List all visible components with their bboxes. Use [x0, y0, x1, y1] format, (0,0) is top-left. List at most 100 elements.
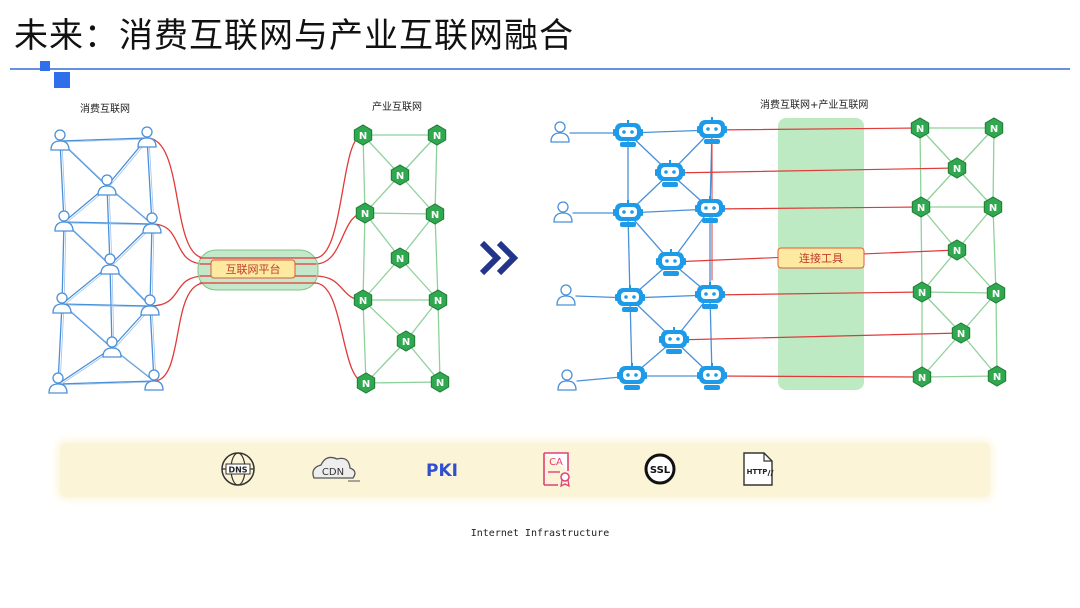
svg-text:N: N — [990, 124, 998, 135]
industry-link — [364, 212, 401, 259]
robot-agent-icon — [659, 327, 689, 354]
industry-node-icon: N — [984, 117, 1004, 139]
consumer-link-shadow — [151, 306, 157, 383]
industry-link — [365, 340, 407, 384]
chevron-right-icon — [479, 240, 502, 276]
industry-link — [362, 299, 407, 342]
svg-text:N: N — [989, 203, 997, 214]
industry-link — [362, 212, 366, 301]
consumer-link — [109, 264, 113, 349]
robot-agent-icon — [655, 160, 685, 187]
combined-network-links: 连接工具 — [569, 118, 998, 390]
industry-link — [365, 381, 441, 384]
pki-label: PKI — [426, 461, 458, 481]
consumer-link-shadow — [63, 304, 115, 350]
industry-node-icon: N — [428, 289, 448, 311]
agent-industry-link — [711, 127, 921, 131]
tool-label-box — [777, 247, 865, 269]
svg-text:N: N — [359, 296, 367, 307]
svg-text:N: N — [431, 210, 439, 221]
consumer-link-shadow — [61, 141, 67, 224]
consumer-link — [59, 137, 148, 142]
chevron-right-icon — [496, 240, 519, 276]
industry-link — [921, 332, 962, 378]
consumer-user-icon — [102, 336, 122, 358]
infrastructure-caption: Internet Infrastructure — [470, 528, 610, 539]
industry-link — [919, 127, 922, 208]
industry-node-icon: N — [910, 117, 930, 139]
consumer-link — [106, 185, 111, 266]
accent-square-large — [54, 72, 70, 88]
svg-text:N: N — [953, 164, 961, 175]
globe-dns-icon: DNS — [221, 452, 255, 486]
consumer-user-icon — [97, 174, 117, 196]
svg-text:N: N — [361, 209, 369, 220]
robot-agent-icon — [613, 200, 643, 227]
industry-link — [921, 375, 998, 378]
consumer-link — [59, 140, 65, 223]
consumer-user-icon — [142, 212, 162, 234]
robot-agent-icon — [656, 249, 686, 276]
industry-node-icon: N — [355, 202, 375, 224]
platform-label: 互联网平台 — [226, 262, 281, 276]
transition-arrow — [479, 240, 519, 276]
industry-node-icon: N — [425, 203, 445, 225]
industry-node-icon: N — [911, 196, 931, 218]
consumer-link — [149, 305, 155, 382]
industry-node-icon: N — [987, 365, 1007, 387]
svg-text:N: N — [436, 378, 444, 389]
consumer-link — [57, 303, 63, 385]
industry-node-icon: N — [947, 239, 967, 261]
svg-text:N: N — [396, 171, 404, 182]
industry-link — [434, 213, 439, 301]
svg-text:N: N — [918, 373, 926, 384]
consumer-user-icon — [54, 210, 74, 232]
platform-link — [153, 282, 367, 384]
consumer-user-icon — [557, 369, 577, 391]
industry-node-icon: N — [986, 282, 1006, 304]
platform-label-box — [210, 259, 296, 279]
industry-link — [437, 299, 441, 383]
ca-certificate-icon: CA — [543, 452, 570, 488]
industry-link — [995, 292, 998, 377]
industry-node-icon: N — [390, 164, 410, 186]
ssl-icon: SSL — [644, 453, 676, 485]
consumer-internet-label: 消费互联网 — [80, 104, 130, 115]
consumer-link — [57, 380, 155, 385]
page-title: 未来：消费互联网与产业互联网融合 — [14, 16, 574, 56]
agent-link — [627, 212, 631, 299]
industry-node-icon: N — [427, 124, 447, 146]
svg-text:N: N — [359, 131, 367, 142]
consumer-user-icon — [144, 369, 164, 391]
consumer-user-icon — [100, 253, 120, 275]
consumer-link-shadow — [108, 186, 113, 267]
consumer-link-shadow — [59, 304, 65, 386]
industry-node-icon: N — [947, 157, 967, 179]
svg-text:N: N — [953, 246, 961, 257]
agent-industry-link — [711, 375, 923, 378]
accent-square-small — [40, 61, 50, 71]
svg-text:N: N — [917, 203, 925, 214]
agent-industry-link — [709, 291, 923, 296]
cdn-label: CDN — [322, 467, 344, 478]
industry-link — [992, 206, 997, 294]
tool-label: 连接工具 — [799, 252, 843, 265]
consumer-link-shadow — [65, 222, 113, 267]
agent-industry-link — [673, 332, 962, 341]
dns-label: DNS — [228, 466, 247, 475]
industry-link — [956, 249, 997, 294]
consumer-user-icon — [550, 121, 570, 143]
consumer-user-icon — [556, 284, 576, 306]
svg-text:N: N — [434, 296, 442, 307]
industry-link — [399, 213, 436, 259]
svg-text:N: N — [433, 131, 441, 142]
agent-industry-link — [709, 206, 922, 210]
industry-node-icon: N — [430, 371, 450, 393]
consumer-link-shadow — [59, 381, 157, 386]
consumer-user-icon — [553, 201, 573, 223]
industry-node-icon: N — [353, 289, 373, 311]
consumer-link — [61, 303, 151, 307]
industry-node-icon: N — [356, 372, 376, 394]
industry-link — [921, 291, 997, 294]
